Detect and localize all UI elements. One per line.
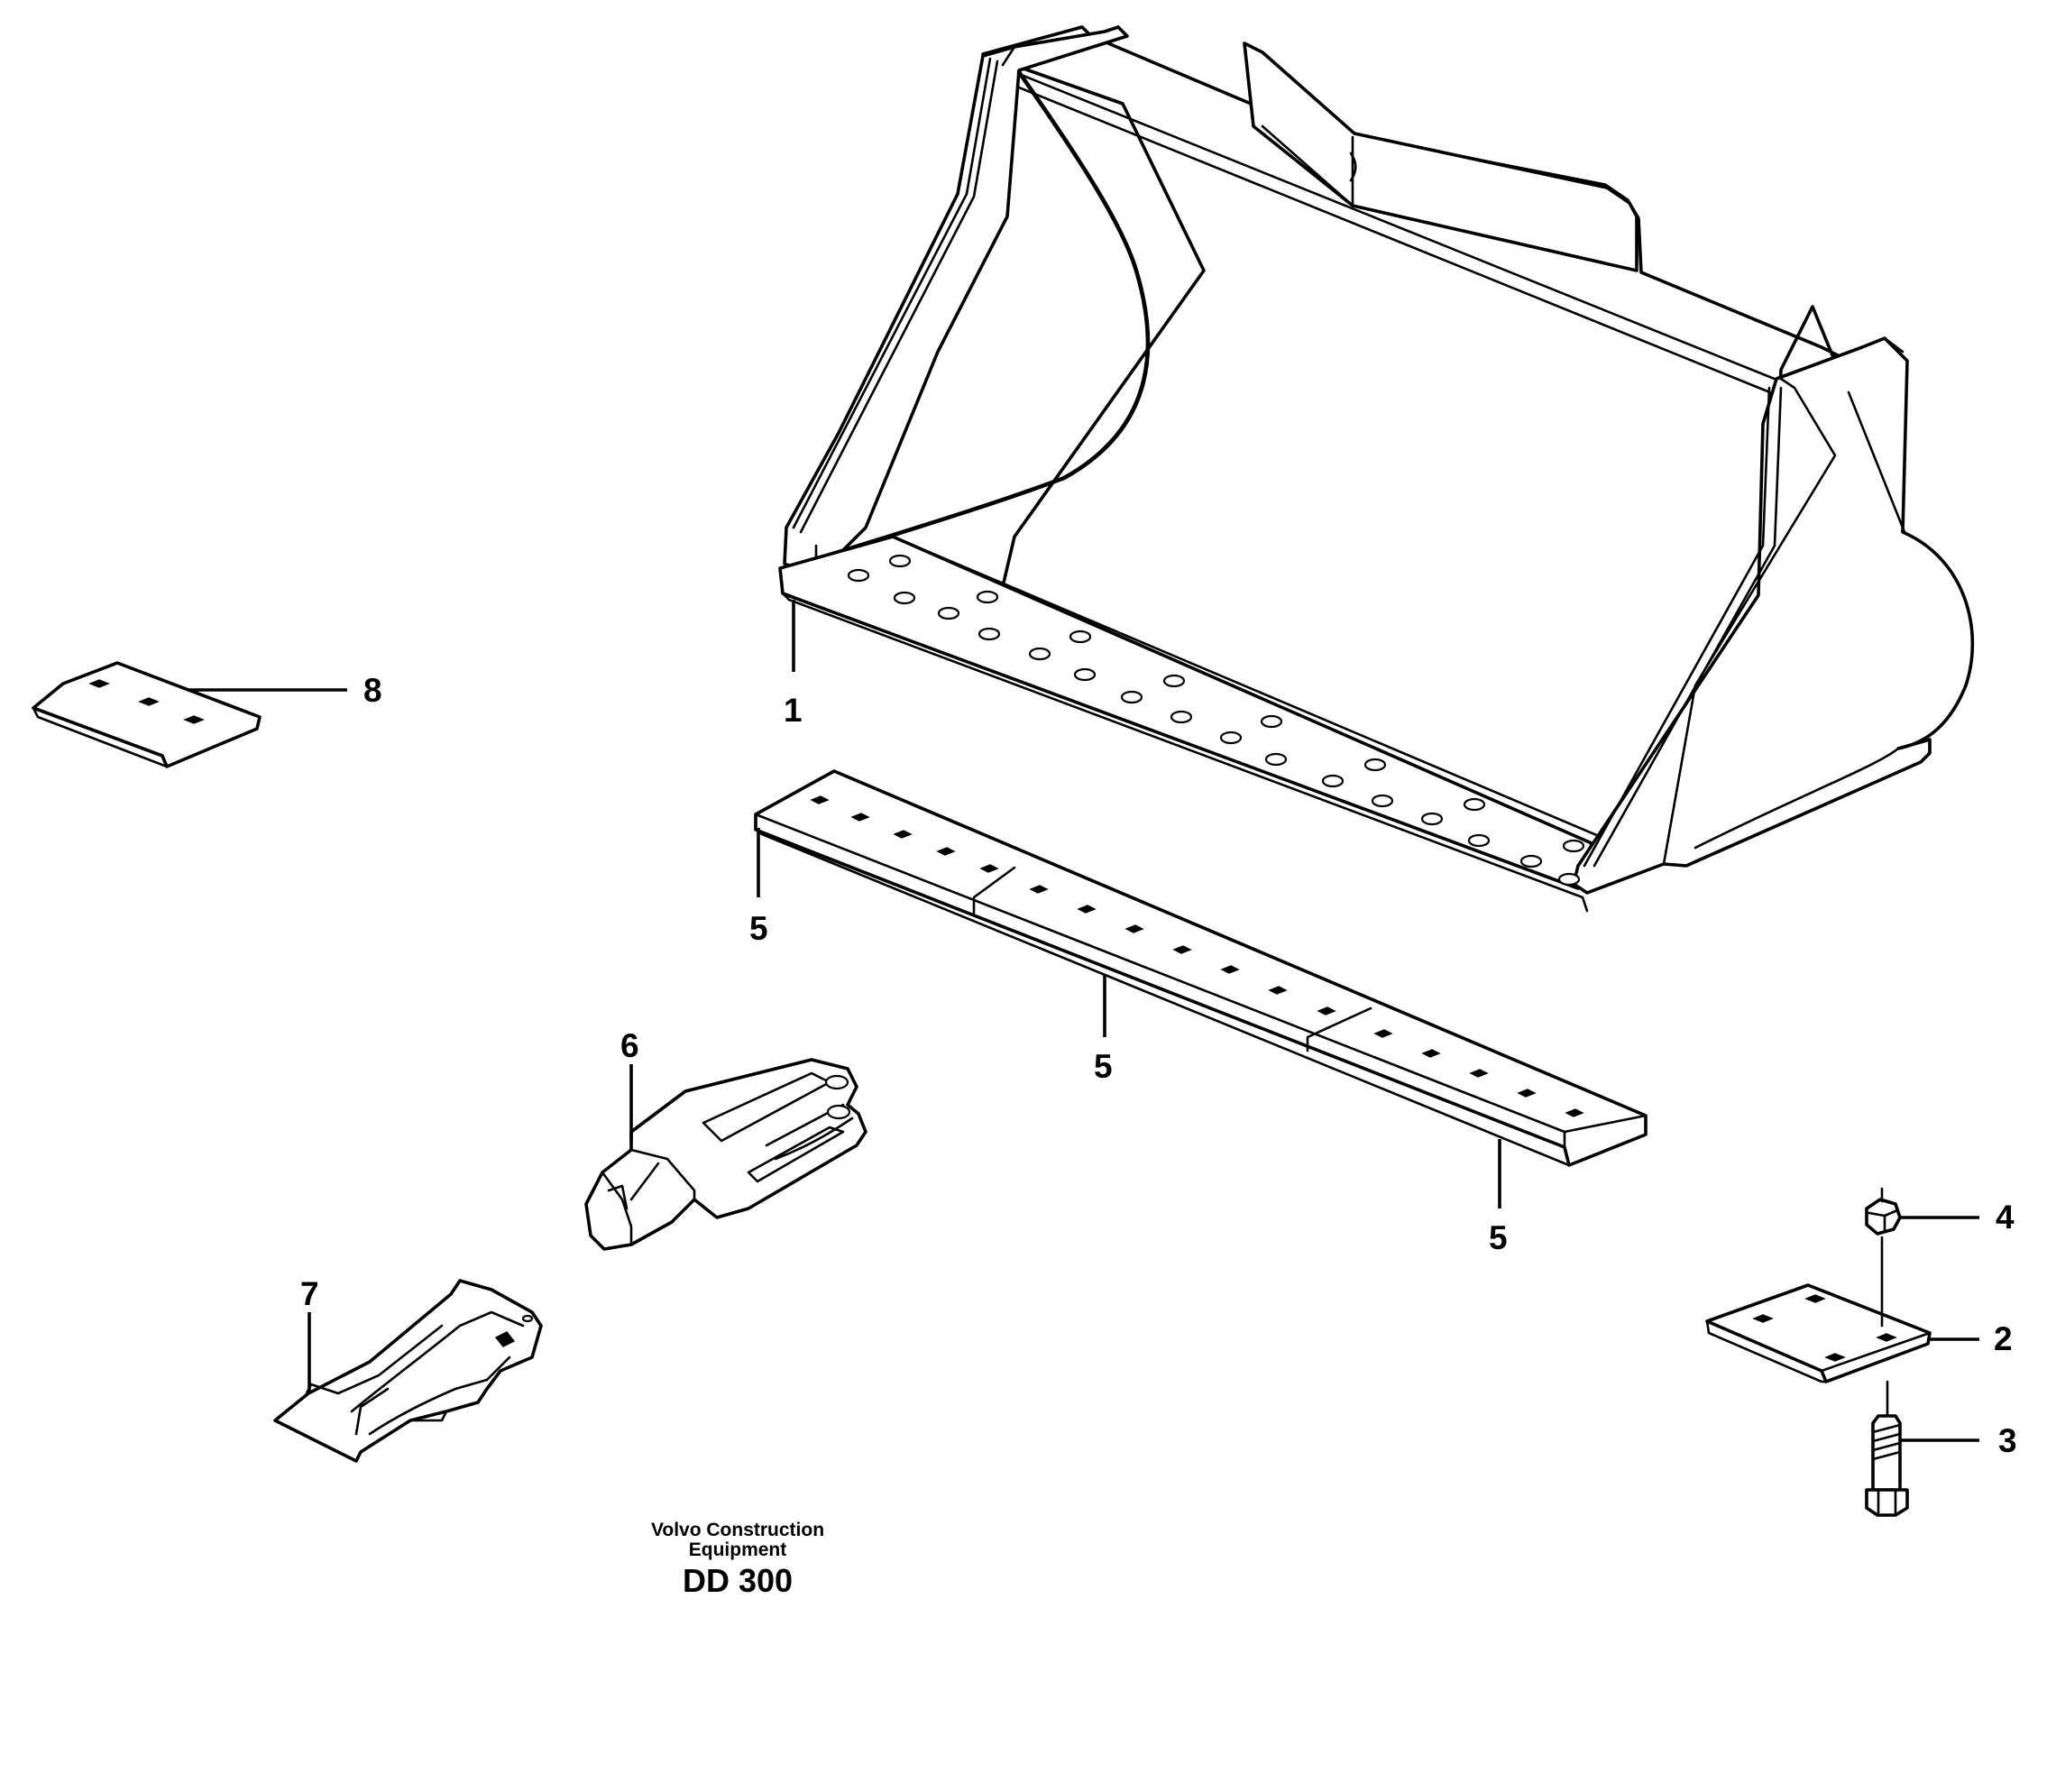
callout-5b: 5 [1094,1048,1113,1085]
callout-7: 7 [300,1275,319,1312]
callout-8: 8 [363,672,382,709]
cutting-edge-bolt-slots [810,795,1584,1117]
callout-5a: 5 [749,910,768,947]
cutting-edge-segments-part-5 [754,769,1648,1208]
bolt-on-plate-part-2 [1705,1283,1979,1383]
bolt-head [1865,1488,1909,1517]
footer-company-line2: Equipment [689,1539,787,1560]
bucket-deflector [1243,41,1638,272]
tooth-adapter-body [584,1058,867,1251]
wear-plate-bolt-slots [88,679,205,724]
nut-part-4 [1865,1187,1979,1328]
callout-6: 6 [620,1027,639,1064]
footer-diagram-code: DD 300 [683,1562,793,1599]
callout-2: 2 [1994,1320,2013,1357]
callout-3: 3 [1998,1422,2017,1459]
callout-5c: 5 [1489,1219,1508,1256]
footer-company-line1: Volvo Construction [651,1520,824,1540]
tooth-point-body [273,1279,543,1463]
bolt-on-plate-holes [1752,1294,1897,1362]
bucket-left-side-plate [783,25,1129,579]
bucket-part-1 [778,25,1975,913]
tooth-adapter-part-6 [584,1058,867,1251]
callout-4: 4 [1996,1199,2015,1236]
bolt-part-3 [1865,1380,1979,1517]
bucket-bolt-holes [847,554,1585,887]
wear-plate-part-8 [32,661,347,768]
tooth-point-part-7 [273,1279,543,1463]
callout-1: 1 [784,692,803,729]
